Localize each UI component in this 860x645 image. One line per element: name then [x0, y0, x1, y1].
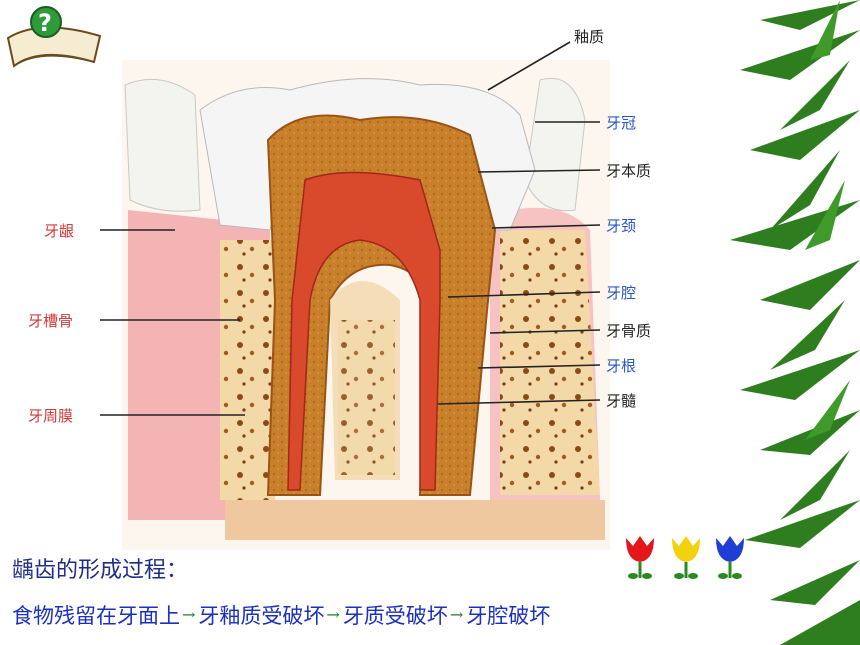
- label-alveolar-bone: 牙槽骨: [28, 312, 73, 330]
- label-neck: 牙颈: [606, 217, 636, 235]
- adjacent-tooth-right: [524, 78, 586, 212]
- book-question-icon: ?: [6, 6, 102, 68]
- label-cementum: 牙骨质: [606, 322, 651, 340]
- labels-left: 牙龈 牙槽骨 牙周膜: [28, 222, 74, 425]
- label-pulp: 牙髓: [606, 392, 636, 410]
- label-dentin: 牙本质: [606, 162, 651, 180]
- label-periodontal: 牙周膜: [28, 407, 73, 425]
- svg-text:?: ?: [38, 9, 52, 37]
- tulip-icons: [626, 536, 744, 579]
- bamboo-decoration: [730, 0, 860, 645]
- alveolar-bone-left: [220, 240, 275, 500]
- label-pulp-cavity: 牙腔: [606, 284, 636, 302]
- adjacent-tooth-left: [124, 78, 201, 212]
- label-gum: 牙龈: [44, 222, 74, 240]
- label-crown: 牙冠: [606, 114, 636, 132]
- labels-right: 釉质 牙冠 牙本质 牙颈 牙腔 牙骨质 牙根 牙髓: [574, 28, 651, 410]
- pulp: [287, 171, 441, 491]
- process-step-4: 牙腔破坏: [466, 604, 551, 628]
- alveolar-bone-right: [500, 230, 600, 495]
- arrow-icon: →: [182, 605, 196, 624]
- arrow-icon: →: [449, 605, 464, 624]
- label-enamel: 釉质: [574, 28, 604, 46]
- bone-base: [225, 500, 605, 540]
- arrow-icon: →: [326, 605, 340, 624]
- caries-process: 食物残留在牙面上→牙釉质受破坏→牙质受破坏→牙腔破坏: [12, 600, 550, 630]
- process-step-3: 牙质受破坏: [342, 604, 448, 628]
- process-step-2: 牙釉质受破坏: [198, 604, 325, 628]
- caption: 龋齿的形成过程：: [12, 558, 189, 583]
- pointer-lines: [100, 41, 601, 416]
- process-step-1: 食物残留在牙面上: [12, 604, 180, 628]
- label-root: 牙根: [606, 357, 636, 375]
